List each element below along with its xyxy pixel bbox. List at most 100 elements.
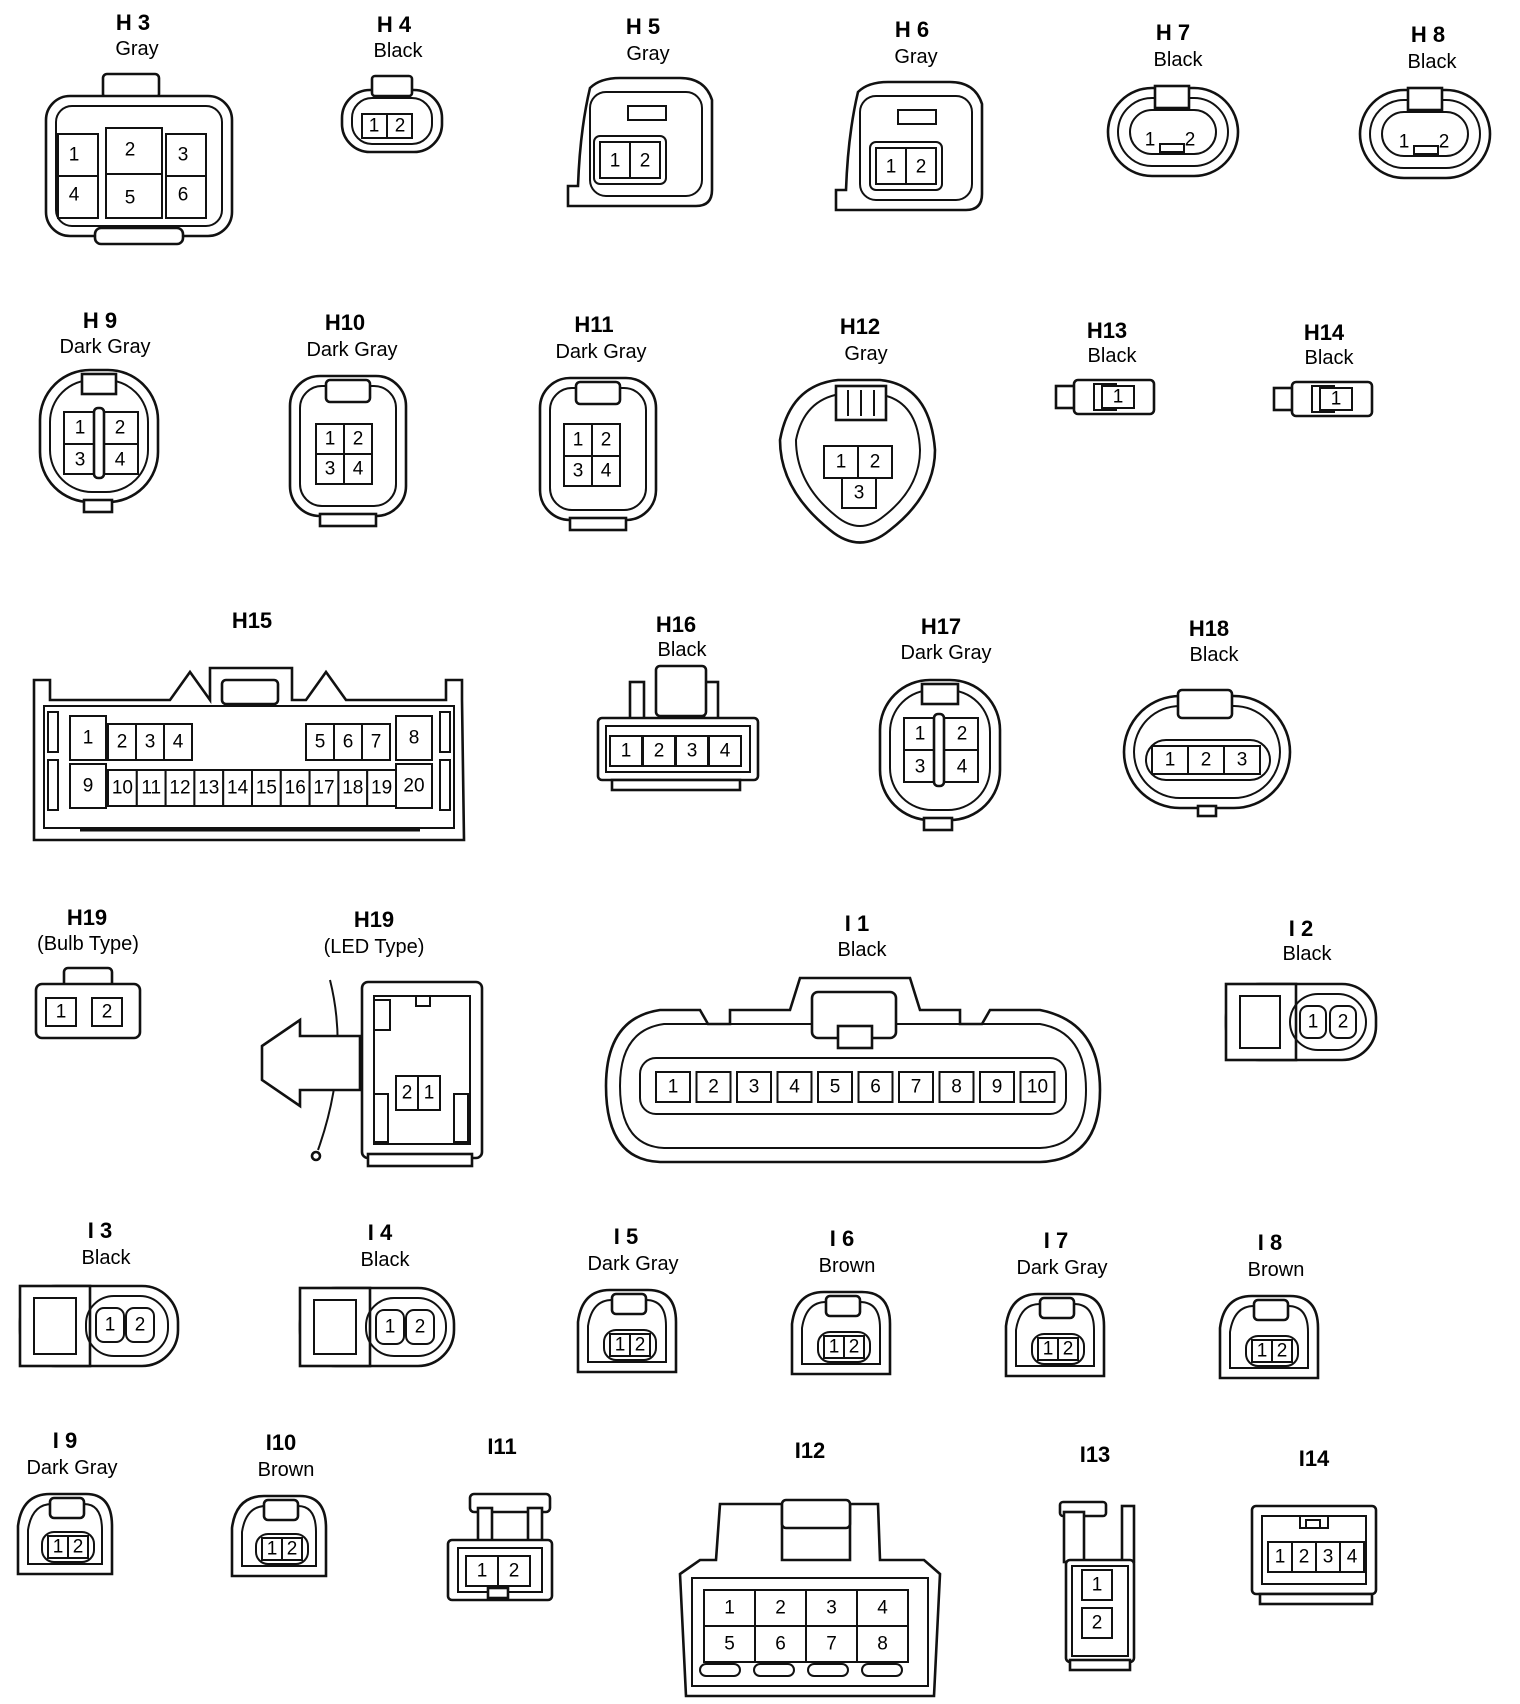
- connector-i2: I 2 Black 1 2: [1224, 916, 1378, 1062]
- pin-label: 2: [125, 140, 136, 161]
- connector-h6: H 6 Gray 1 2: [834, 17, 984, 212]
- pin-label: 2: [287, 1539, 298, 1560]
- pin-label: 1: [610, 151, 621, 172]
- connector-i10: I10 Brown 1 2: [230, 1430, 328, 1578]
- connector-i13: I13 1 2: [1058, 1442, 1136, 1672]
- pin-cell: [395, 763, 433, 809]
- connector-color: Black: [1190, 644, 1240, 666]
- pin-label: 15: [256, 778, 277, 799]
- connector-h14: H14 Black 1: [1272, 320, 1374, 418]
- pin-label: 1: [668, 1077, 679, 1098]
- pin-label: 3: [178, 145, 189, 166]
- connector-id: H 3: [116, 10, 150, 35]
- connector-id: H17: [921, 614, 961, 639]
- pin-cell: [107, 723, 137, 761]
- pin-cell: [222, 769, 253, 807]
- pin-cell: [1339, 1541, 1365, 1573]
- pin-label: 1: [385, 1317, 396, 1338]
- pin-cell: [856, 1625, 909, 1663]
- pin-label: 1: [369, 116, 380, 137]
- pin-label: 4: [789, 1077, 800, 1098]
- pin-label: 4: [877, 1598, 888, 1619]
- pin-cell: [1267, 1541, 1293, 1573]
- pin-label: 4: [1347, 1547, 1358, 1568]
- pin-cell: [107, 769, 138, 807]
- pin-label: 1: [915, 724, 926, 745]
- pin-label: 8: [409, 728, 420, 749]
- pin-cell: [69, 715, 107, 761]
- connector-h8: H 8 Black 1 2: [1358, 22, 1492, 180]
- pin-label: 5: [315, 732, 326, 753]
- pin-label: 2: [601, 430, 612, 451]
- pin-cell: [1315, 1541, 1341, 1573]
- connector-id: H13: [1087, 318, 1127, 343]
- pin-label: 1: [53, 1537, 64, 1558]
- pin-label: 2: [1277, 1341, 1288, 1362]
- pin-label: 2: [135, 1315, 146, 1336]
- pin-cell: [675, 735, 709, 767]
- pin-label: 18: [342, 778, 363, 799]
- pin-label: 1: [886, 157, 897, 178]
- pin-label: 5: [125, 188, 136, 209]
- pin-label: 1: [573, 430, 584, 451]
- pin-cell: [805, 1589, 858, 1627]
- pin-label: 5: [830, 1077, 841, 1098]
- connector-h19-led: H19 (LED Type) 2 1: [260, 907, 484, 1168]
- connector-color: (LED Type): [324, 936, 425, 958]
- pin-label: 3: [1237, 750, 1248, 771]
- connector-color: Dark Gray: [306, 339, 397, 361]
- pin-label: 2: [102, 1002, 113, 1023]
- pin-label: 1: [1145, 130, 1156, 151]
- connector-h10: H10 Dark Gray 1 2 3 4: [288, 310, 408, 528]
- connector-color: Black: [1408, 51, 1458, 73]
- connector-color: Dark Gray: [555, 341, 646, 363]
- pin-label: 4: [720, 741, 731, 762]
- connector-color: Brown: [1248, 1259, 1305, 1281]
- connector-i6: I 6 Brown 1 2: [790, 1226, 892, 1376]
- pin-label: 1: [105, 1315, 116, 1336]
- pin-label: 5: [724, 1634, 735, 1655]
- connector-id: I 7: [1044, 1228, 1068, 1253]
- connector-color: Black: [658, 639, 708, 661]
- connector-color: Black: [1283, 943, 1333, 965]
- connector-id: H15: [232, 608, 272, 633]
- pin-label: 1: [69, 145, 80, 166]
- connector-id: H 8: [1411, 22, 1445, 47]
- pin-label: 2: [775, 1598, 786, 1619]
- pin-cell: [776, 1071, 813, 1103]
- pin-label: 1: [56, 1002, 67, 1023]
- pin-label: 2: [117, 732, 128, 753]
- connector-color: Brown: [258, 1459, 315, 1481]
- connector-id: H10: [325, 310, 365, 335]
- pin-label: 11: [141, 778, 161, 799]
- pin-label: 1: [75, 418, 86, 439]
- connector-id: H 9: [83, 308, 117, 333]
- pin-label: 9: [992, 1077, 1003, 1098]
- connector-id: H 6: [895, 17, 929, 42]
- pin-label: 6: [775, 1634, 786, 1655]
- connector-color: Dark Gray: [1016, 1257, 1107, 1279]
- connector-id: H 7: [1156, 20, 1190, 45]
- pin-cell: [361, 723, 391, 761]
- pin-label: 8: [877, 1634, 888, 1655]
- connector-color: Brown: [819, 1255, 876, 1277]
- connector-id: I 8: [1258, 1230, 1282, 1255]
- pin-label: 1: [267, 1539, 278, 1560]
- pin-label: 2: [509, 1561, 520, 1582]
- connector-color: Gray: [115, 38, 158, 60]
- connector-color: Dark Gray: [59, 336, 150, 358]
- connector-color: (Bulb Type): [37, 933, 139, 955]
- pin-cell: [333, 723, 363, 761]
- connector-id: I14: [1299, 1446, 1330, 1471]
- pin-label: 1: [424, 1083, 435, 1104]
- pin-label: 1: [477, 1561, 488, 1582]
- pin-label: 3: [573, 461, 584, 482]
- connector-color: Gray: [844, 343, 887, 365]
- pin-cell: [308, 769, 340, 807]
- pin-cell: [69, 763, 107, 809]
- pin-label: 1: [1043, 1339, 1054, 1360]
